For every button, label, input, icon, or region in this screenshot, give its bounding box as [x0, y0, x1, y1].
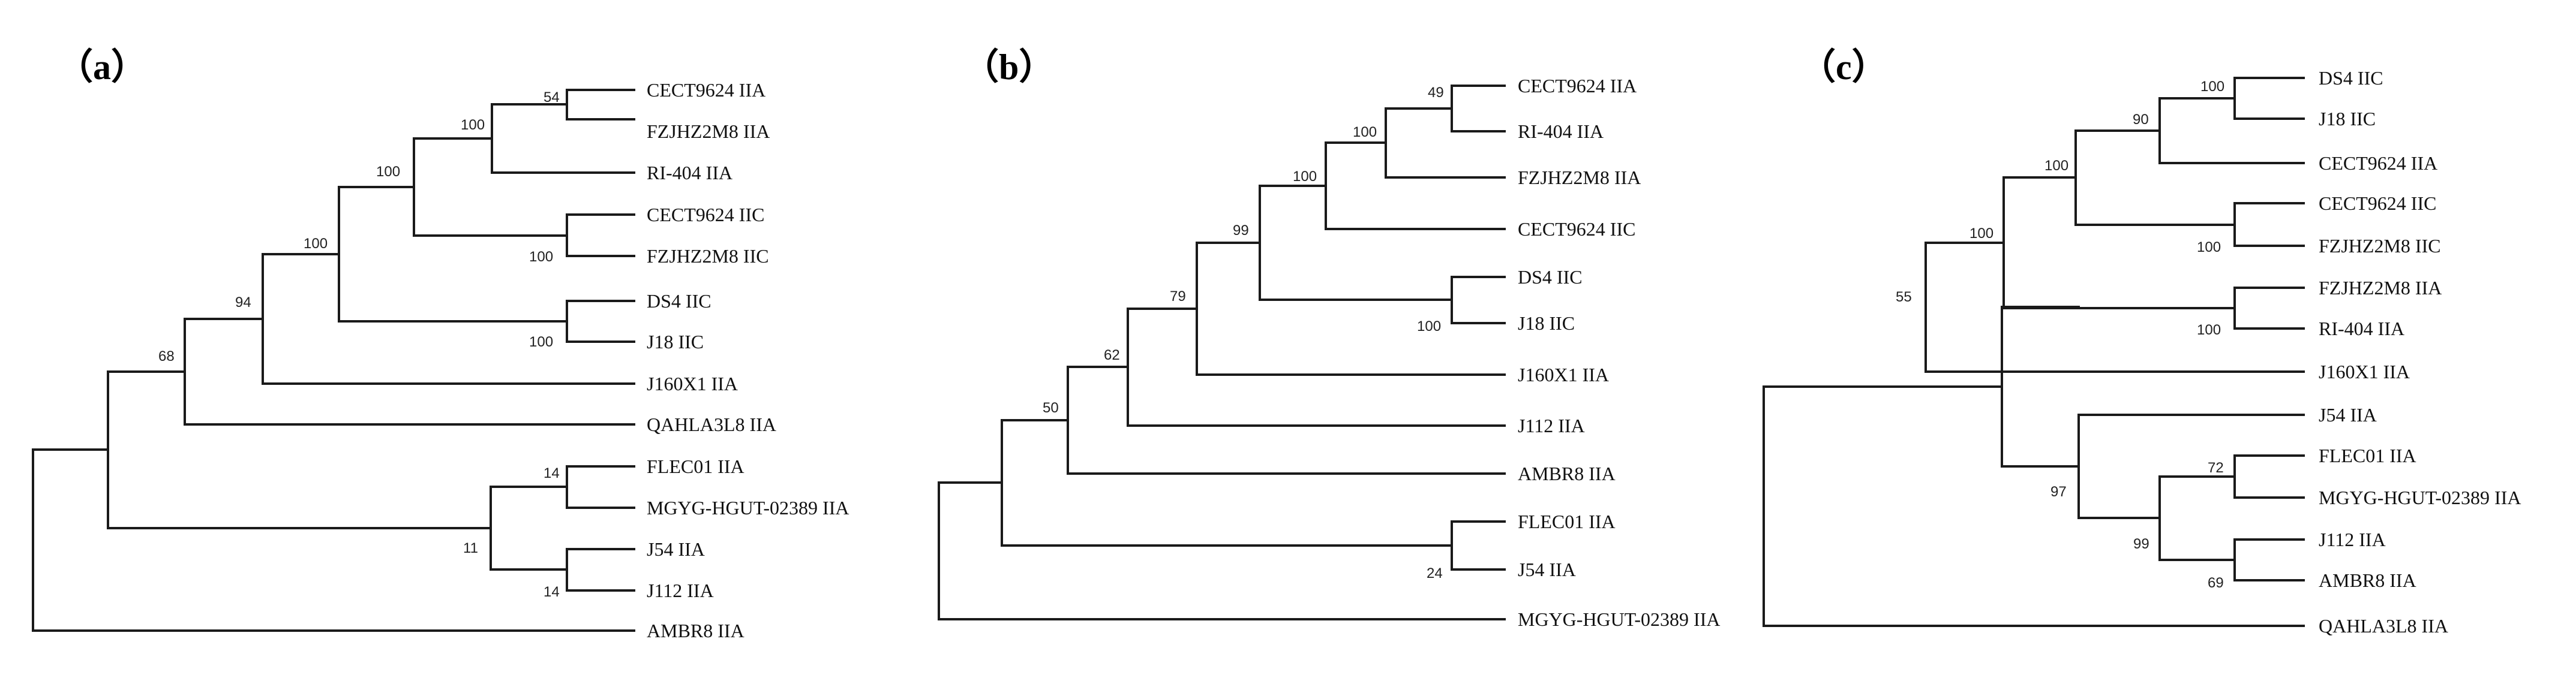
leaf-label: QAHLA3L8 IIA: [2319, 615, 2448, 637]
support-value: 62: [1104, 347, 1120, 363]
support-value: 79: [1170, 288, 1186, 305]
support-value: 68: [158, 348, 175, 364]
panel-c-support-values: 100 90 100 100 100 100 55 72 99 69 97: [1896, 79, 2224, 591]
support-value: 69: [2208, 575, 2224, 591]
support-value: 11: [463, 540, 478, 556]
support-value: 100: [376, 164, 400, 180]
support-value: 72: [2208, 460, 2224, 476]
panel-c-label: （c）: [1800, 47, 1888, 87]
support-value: 100: [1353, 124, 1377, 140]
leaf-label: CECT9624 IIC: [2319, 192, 2436, 214]
leaf-label: J160X1 IIA: [1518, 364, 1609, 385]
support-value: 99: [1233, 222, 1249, 239]
panel-c: （c） 100 90 100 100 100 100 55 72 99: [1763, 47, 2521, 637]
leaf-label: J54 IIA: [647, 538, 705, 560]
panel-a: （a） 54 100 100 100 100 100 94 68 14: [32, 47, 849, 641]
panel-a-support-values: 54 100 100 100 100 100 94 68 14 11 14: [158, 89, 560, 600]
leaf-label: J160X1 IIA: [2319, 361, 2410, 382]
support-value: 97: [2050, 484, 2067, 500]
leaf-label: MGYG-HGUT-02389 IIA: [1518, 608, 1720, 630]
leaf-label: CECT9624 IIA: [1518, 75, 1637, 97]
leaf-label: FLEC01 IIA: [2319, 445, 2416, 466]
leaf-label: CECT9624 IIA: [647, 79, 765, 101]
leaf-label: AMBR8 IIA: [2319, 569, 2416, 591]
panel-b-branches: [938, 85, 1506, 620]
support-value: 100: [2044, 158, 2068, 174]
panel-b: （b） 49 100 100 99 100 79 62 50 24 CECT: [938, 47, 1720, 630]
leaf-label: AMBR8 IIA: [1518, 463, 1616, 484]
support-value: 49: [1428, 85, 1444, 101]
leaf-label: FLEC01 IIA: [647, 456, 744, 477]
leaf-label: MGYG-HGUT-02389 IIA: [647, 497, 849, 519]
leaf-label: RI-404 IIA: [1518, 120, 1604, 142]
leaf-label: CECT9624 IIC: [647, 204, 764, 225]
support-value: 100: [1417, 318, 1441, 335]
leaf-label: FZJHZ2M8 IIC: [2319, 235, 2441, 257]
support-value: 100: [529, 334, 553, 350]
leaf-label: J54 IIA: [1518, 559, 1576, 580]
leaf-label: J18 IIC: [1518, 312, 1575, 334]
panel-b-label: （b）: [963, 47, 1055, 87]
support-value: 100: [1969, 225, 1993, 242]
leaf-label: CECT9624 IIA: [2319, 152, 2437, 174]
support-value: 54: [544, 89, 560, 106]
leaf-label: AMBR8 IIA: [647, 620, 744, 641]
leaf-label: FZJHZ2M8 IIA: [1518, 167, 1641, 188]
support-value: 55: [1896, 289, 1912, 305]
support-value: 90: [2133, 112, 2149, 128]
panel-c-leaf-labels: DS4 IIC J18 IIC CECT9624 IIA CECT9624 II…: [2319, 67, 2521, 637]
panel-a-leaf-labels: CECT9624 IIA FZJHZ2M8 IIA RI-404 IIA CEC…: [647, 79, 849, 641]
support-value: 50: [1043, 400, 1059, 416]
leaf-label: DS4 IIC: [2319, 67, 2383, 89]
leaf-label: FZJHZ2M8 IIA: [647, 120, 770, 142]
support-value: 100: [2200, 79, 2224, 95]
support-value: 99: [2133, 536, 2149, 552]
support-value: 100: [2197, 239, 2221, 255]
leaf-label: J160X1 IIA: [647, 373, 738, 394]
leaf-label: J18 IIC: [2319, 108, 2376, 129]
support-value: 100: [461, 117, 485, 133]
leaf-label: DS4 IIC: [647, 290, 711, 312]
support-value: 14: [544, 465, 560, 481]
leaf-label: CECT9624 IIC: [1518, 218, 1635, 240]
leaf-label: J112 IIA: [2319, 529, 2386, 550]
panel-a-branches: [32, 89, 635, 632]
leaf-label: RI-404 IIA: [647, 162, 732, 183]
support-value: 100: [2197, 322, 2221, 338]
panel-a-label: （a）: [57, 47, 147, 87]
support-value: 100: [529, 249, 553, 265]
support-value: 94: [235, 294, 251, 311]
support-value: 100: [304, 236, 328, 252]
leaf-label: RI-404 IIA: [2319, 318, 2404, 339]
leaf-label: FZJHZ2M8 IIC: [647, 245, 769, 267]
leaf-label: QAHLA3L8 IIA: [647, 414, 776, 435]
leaf-label: MGYG-HGUT-02389 IIA: [2319, 487, 2521, 508]
leaf-label: J112 IIA: [1518, 415, 1585, 436]
leaf-label: FZJHZ2M8 IIA: [2319, 277, 2442, 299]
leaf-label: FLEC01 IIA: [1518, 511, 1616, 532]
leaf-label: J112 IIA: [647, 580, 714, 601]
panel-b-leaf-labels: CECT9624 IIA RI-404 IIA FZJHZ2M8 IIA CEC…: [1518, 75, 1720, 630]
support-value: 14: [544, 584, 560, 600]
leaf-label: J18 IIC: [647, 331, 704, 352]
support-value: 100: [1293, 168, 1317, 185]
panel-b-support-values: 49 100 100 99 100 79 62 50 24: [1043, 85, 1444, 581]
panel-c-branches: [1763, 77, 2305, 627]
leaf-label: DS4 IIC: [1518, 266, 1583, 288]
leaf-label: J54 IIA: [2319, 404, 2377, 426]
support-value: 24: [1427, 565, 1443, 581]
